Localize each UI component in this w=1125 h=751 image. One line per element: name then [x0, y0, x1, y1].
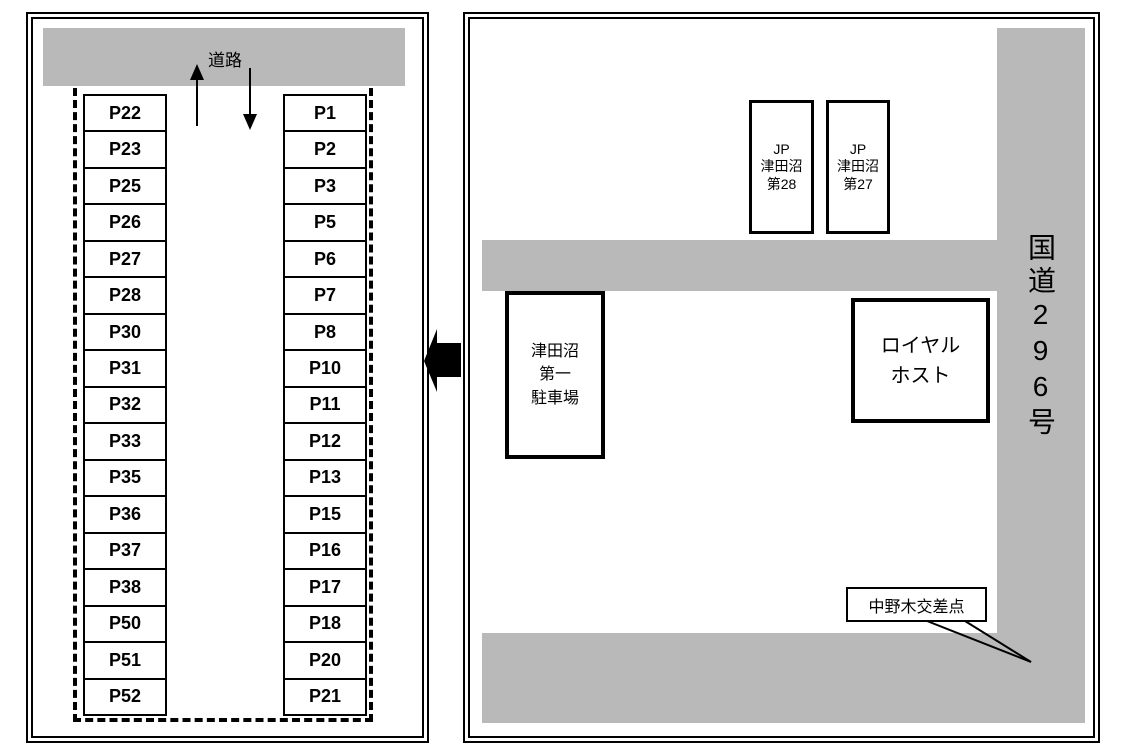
route-296-label: 国道296号	[1025, 233, 1056, 440]
parking-space: P31	[83, 349, 167, 388]
parking-boundary-dashed	[73, 88, 373, 722]
parking-layout-panel: 道路 P22 P23 P25 P26 P27 P28 P30	[26, 12, 429, 743]
parking-space-label: P8	[313, 321, 337, 342]
parking-space: P25	[83, 166, 167, 206]
parking-layout-inner: 道路 P22 P23 P25 P26 P27 P28 P30	[31, 17, 424, 738]
parking-space-label: P51	[108, 649, 142, 670]
parking-space-label: P35	[108, 467, 142, 488]
parking-space: P51	[83, 641, 167, 680]
arrow-down-icon	[243, 68, 257, 130]
parking-space: P35	[83, 458, 167, 498]
parking-space-label: P27	[108, 248, 142, 269]
parking-space-label: P16	[308, 540, 342, 561]
parking-space: P18	[283, 604, 367, 644]
parking-column-right: P1 P2 P3 P5 P6 P7 P8 P10 P11 P12 P13	[283, 94, 367, 716]
parking-space: P5	[283, 203, 367, 242]
parking-space: P16	[283, 531, 367, 571]
nakanogi-intersection-callout: 中野木交差点	[846, 587, 987, 622]
parking-space: P15	[283, 495, 367, 534]
zoom-left-arrow-icon	[424, 329, 461, 392]
parking-space-label: P6	[313, 248, 337, 269]
parking-space: P27	[83, 239, 167, 279]
parking-space: P21	[283, 677, 367, 716]
road-label: 道路	[208, 51, 242, 70]
parking-space-label: P37	[108, 540, 142, 561]
parking-space-label: P52	[108, 686, 142, 707]
access-map-panel: 国道296号 JP 津田沼 第28 JP 津田沼 第27 津田沼 第一 駐車場 …	[463, 12, 1100, 743]
parking-space: P28	[83, 276, 167, 315]
parking-space-label: P21	[308, 686, 342, 707]
access-map-inner: 国道296号 JP 津田沼 第28 JP 津田沼 第27 津田沼 第一 駐車場 …	[468, 17, 1095, 738]
parking-space-label: P33	[108, 430, 142, 451]
parking-space-label: P31	[108, 358, 142, 379]
parking-space-label: P1	[313, 102, 337, 123]
bottom-road	[482, 633, 1085, 723]
parking-space-label: P38	[108, 576, 142, 597]
building-jp-tsudanuma-28: JP 津田沼 第28	[749, 100, 814, 234]
parking-column-left: P22 P23 P25 P26 P27 P28 P30 P31 P32 P33 …	[83, 94, 167, 716]
parking-space-label: P11	[309, 394, 341, 415]
parking-space-label: P28	[108, 285, 142, 306]
parking-space: P37	[83, 531, 167, 571]
building-royal-host: ロイヤル ホスト	[851, 298, 990, 423]
parking-space-label: P12	[308, 430, 342, 451]
parking-space: P23	[83, 130, 167, 169]
parking-space: P30	[83, 312, 167, 352]
parking-space: P52	[83, 677, 167, 716]
parking-space: P36	[83, 495, 167, 534]
parking-space-label: P10	[308, 358, 342, 379]
parking-space: P20	[283, 641, 367, 680]
parking-space: P12	[283, 422, 367, 461]
parking-space: P7	[283, 276, 367, 315]
parking-space: P26	[83, 203, 167, 242]
parking-space: P1	[283, 94, 367, 133]
parking-space: P2	[283, 130, 367, 169]
parking-space-label: P17	[308, 576, 342, 597]
parking-space-label: P18	[308, 613, 342, 634]
arrow-up-icon	[190, 64, 204, 126]
parking-space-label: P13	[308, 467, 342, 488]
middle-road	[482, 240, 997, 291]
parking-space-label: P26	[108, 212, 142, 233]
parking-space-label: P20	[308, 649, 342, 670]
parking-space-label: P7	[313, 285, 337, 306]
parking-space-label: P15	[308, 503, 342, 524]
parking-space-label: P22	[108, 102, 142, 123]
parking-space: P38	[83, 568, 167, 607]
building-jp-tsudanuma-27: JP 津田沼 第27	[826, 100, 890, 234]
parking-space-label: P50	[108, 613, 142, 634]
parking-space-label: P32	[108, 394, 142, 415]
top-road	[43, 28, 405, 86]
parking-space: P10	[283, 349, 367, 388]
parking-space: P50	[83, 604, 167, 644]
parking-space: P11	[283, 385, 367, 425]
parking-space-label: P3	[313, 175, 337, 196]
parking-space-label: P2	[313, 139, 337, 160]
parking-space-label: P25	[108, 175, 142, 196]
route-296-road	[997, 28, 1085, 723]
parking-space: P6	[283, 239, 367, 279]
parking-space-label: P5	[313, 212, 337, 233]
parking-space: P8	[283, 312, 367, 352]
building-tsudanuma-daiichi-parking: 津田沼 第一 駐車場	[505, 291, 605, 459]
parking-space: P17	[283, 568, 367, 607]
parking-space: P33	[83, 422, 167, 461]
parking-space: P13	[283, 458, 367, 498]
parking-space-label: P23	[108, 139, 142, 160]
parking-space: P3	[283, 166, 367, 206]
parking-space: P22	[83, 94, 167, 133]
parking-space-label: P30	[108, 321, 142, 342]
parking-space-label: P36	[108, 503, 142, 524]
parking-space: P32	[83, 385, 167, 425]
callout-pointer-icon	[926, 620, 1032, 663]
